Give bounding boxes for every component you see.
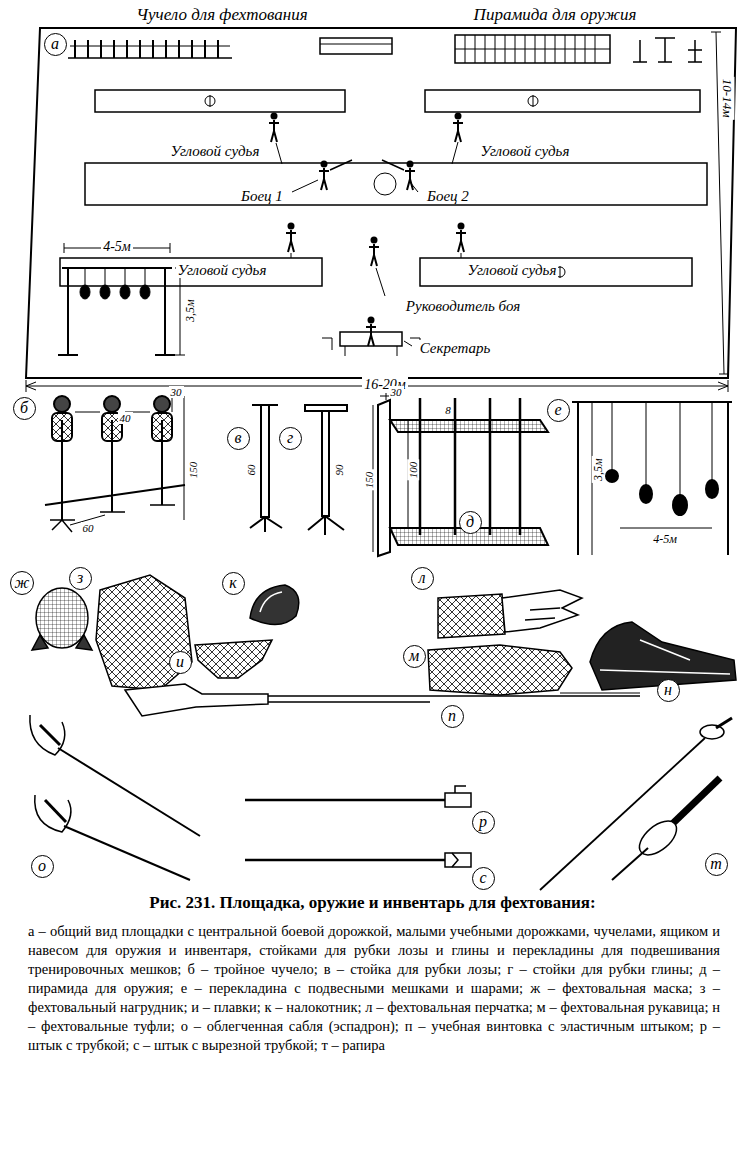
letter-circle: з [69, 567, 92, 590]
dimension-label: Угловой судья [479, 143, 572, 160]
letter-text: п [448, 708, 456, 724]
fencing-trunks [195, 640, 272, 678]
letter-text: л [419, 570, 426, 586]
letter-text: м [409, 648, 419, 664]
sabre [30, 715, 200, 880]
letter-text: в [235, 430, 242, 446]
crossbar [572, 402, 732, 555]
dimension-label: 8 [443, 404, 453, 416]
letter-circle: и [169, 651, 192, 674]
letter-text: з [77, 570, 83, 586]
letter-text: а [51, 36, 59, 52]
bayonet [245, 786, 471, 867]
dimension-label: Чучело для фехтования [134, 6, 309, 25]
letter-text: н [664, 682, 672, 698]
dimension-label: Угловой судья [466, 262, 559, 279]
letter-text: и [176, 654, 184, 670]
dimension-label: Руководитель боя [404, 298, 522, 315]
letter-text: г [287, 430, 293, 446]
letter-text: б [20, 400, 28, 416]
dimension-label: 3,5м [183, 298, 196, 325]
dimension-label: Секретарь [418, 340, 493, 357]
dimension-label: Угловой судья [176, 262, 269, 279]
clay-stand [305, 405, 347, 535]
dimension-label: 4-5м [651, 533, 679, 546]
dimension-label: 150 [363, 470, 375, 491]
letter-text: р [479, 814, 487, 830]
letter-circle: р [472, 811, 495, 834]
dimension-label: 150 [187, 460, 199, 481]
fencing-plastron [96, 575, 192, 690]
letter-circle: т [705, 853, 728, 876]
dimension-label: 40 [118, 412, 133, 424]
letter-circle: д [459, 511, 482, 534]
dimension-label: 60 [81, 522, 96, 534]
dimension-label: Пирамида для оружия [472, 6, 639, 25]
letter-circle: в [227, 427, 250, 450]
letter-circle: л [411, 567, 434, 590]
dimension-label: Боец 2 [425, 188, 471, 205]
figure-title: Рис. 231. Площадка, оружие и инвентарь д… [20, 893, 725, 913]
dimension-label: Боец 1 [239, 188, 285, 205]
figure-caption: а – общий вид площадки с центральной бое… [28, 922, 720, 1055]
dimension-label: Угловой судья [169, 143, 262, 160]
letter-circle: о [31, 855, 54, 878]
letter-circle: м [403, 645, 426, 668]
fencing-mask [32, 588, 92, 650]
letter-circle: е [547, 399, 570, 422]
triple-dummy [45, 396, 185, 532]
letter-text: с [479, 870, 486, 886]
fencing-mitten [428, 645, 572, 695]
elbow-pad [250, 585, 299, 625]
letter-text: ж [15, 575, 30, 591]
letter-circle: б [13, 397, 36, 420]
training-rifle [125, 684, 640, 716]
weapon-rack [373, 392, 548, 556]
letter-text: е [554, 402, 561, 418]
dimension-label: 60 [245, 463, 257, 478]
dimension-label: 100 [407, 460, 419, 481]
dimension-label: 4-5м [101, 239, 133, 254]
dimension-label: 30 [169, 386, 184, 398]
fencing-ground [26, 28, 736, 392]
letter-text: д [466, 514, 474, 530]
letter-circle: г [279, 427, 302, 450]
dimension-label: 10-14м [720, 77, 734, 120]
dimension-label: 30 [389, 386, 404, 398]
letter-circle: с [472, 867, 495, 890]
letter-circle: а [44, 33, 67, 56]
letter-circle: п [441, 705, 464, 728]
dimension-label: 90 [333, 463, 345, 478]
letter-text: к [229, 575, 236, 591]
letter-text: о [38, 858, 46, 874]
letter-circle: к [222, 572, 245, 595]
rapier [540, 718, 732, 890]
letter-text: т [710, 856, 722, 872]
letter-circle: н [657, 679, 680, 702]
dimension-label: 3,5м [591, 457, 604, 484]
fencing-glove [438, 590, 582, 638]
letter-circle: ж [10, 571, 34, 595]
